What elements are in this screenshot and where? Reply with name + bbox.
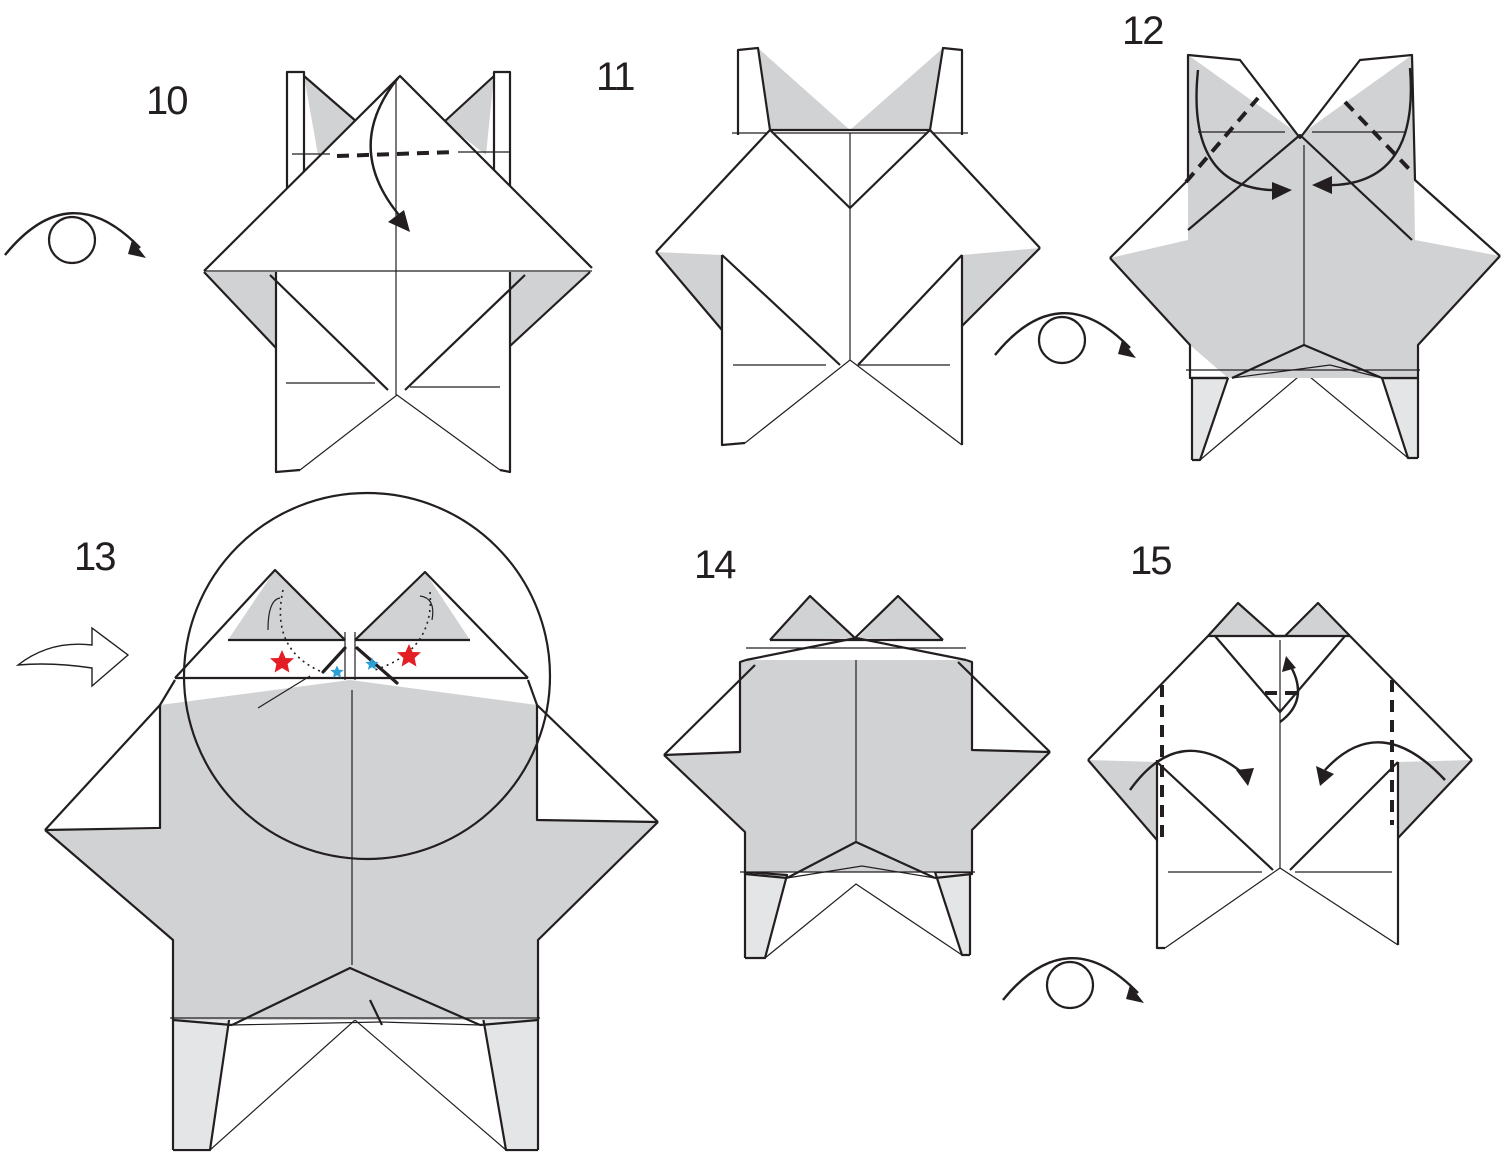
arrow-icon bbox=[18, 628, 128, 686]
step-number-15: 15 bbox=[1130, 539, 1171, 583]
step-number-14: 14 bbox=[694, 543, 736, 587]
step-12: 12 bbox=[995, 9, 1500, 460]
step-10: 10 bbox=[5, 72, 592, 472]
turn-over-icon bbox=[995, 313, 1136, 363]
turn-over-icon bbox=[1003, 958, 1144, 1008]
step-11: 11 bbox=[596, 48, 1040, 445]
step-14: 14 bbox=[664, 543, 1050, 958]
step-number-10: 10 bbox=[146, 79, 187, 123]
step-number-13: 13 bbox=[74, 535, 115, 579]
turn-over-icon bbox=[5, 213, 146, 263]
step-number-11: 11 bbox=[596, 55, 634, 99]
step-15: 15 bbox=[1003, 539, 1472, 1008]
step-number-12: 12 bbox=[1122, 9, 1163, 53]
step-13: 13 bbox=[18, 493, 658, 1150]
